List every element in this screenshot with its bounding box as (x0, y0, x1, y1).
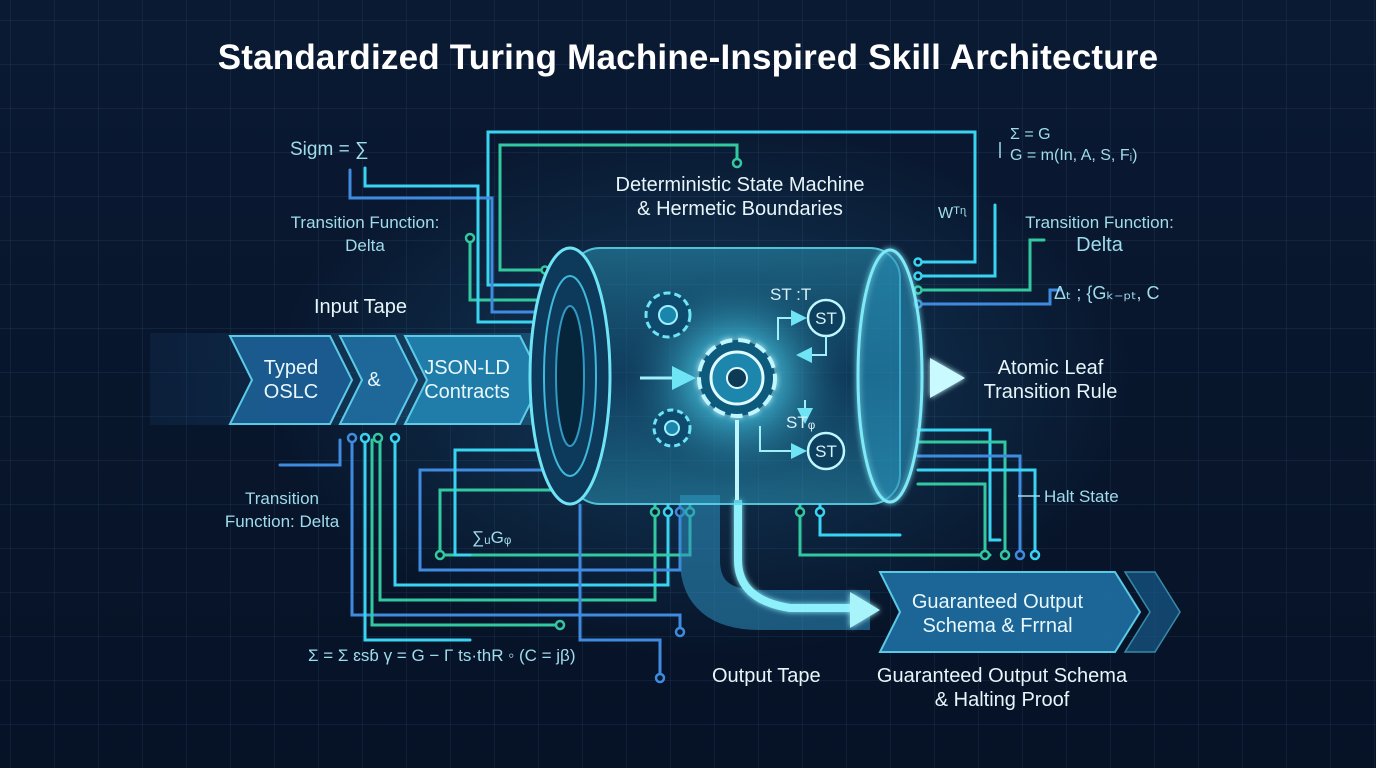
w-label: Wᵀᶯ (938, 205, 967, 222)
output-schema-line2: & Halting Proof (934, 689, 1070, 711)
input-typed-line1: Typed (263, 357, 319, 379)
right-formula: Σ = G G = m(In, A, S, Fᵢ) (1010, 124, 1137, 166)
state-node-1-label: ST (815, 309, 837, 328)
state-mid-label: STᵩ (786, 413, 816, 432)
input-contracts-label: JSON-LD Contracts (412, 356, 522, 404)
output-arrow-line1: Guaranteed Output (911, 591, 1084, 613)
output-schema-label: Guaranteed Output Schema & Halting Proof (862, 664, 1142, 712)
input-segment-and (338, 335, 419, 425)
center-heading-line2: & Hermetic Boundaries (637, 198, 843, 220)
left-transition-function-2: Transition Function: Delta (222, 487, 342, 533)
left-transition-function: Transition Function: Delta (270, 211, 460, 257)
atomic-leaf-line2: Transition Rule (983, 381, 1118, 403)
diagram-title: Standardized Turing Machine-Inspired Ski… (217, 38, 1159, 77)
input-typed-line2: OSLC (263, 381, 319, 403)
state-node-2-label: ST (815, 442, 837, 461)
delta-label: Δₜ ; {Gₖ₋ₚₜ, C (1054, 283, 1160, 303)
right-formula-line1: Σ = G (1010, 126, 1051, 143)
left-tf2-line1: Transition (244, 489, 319, 508)
center-heading-line1: Deterministic State Machine (615, 174, 865, 196)
sigm-label: Sigm = ∑ (290, 139, 369, 160)
circuit-traces (278, 130, 1062, 677)
output-tape-caption: Output Tape (712, 665, 821, 687)
left-tf2-line2: Function: Delta (224, 512, 340, 531)
sigma-g-label: ∑ᵤGᵩ (472, 528, 512, 547)
output-schema-line1: Guaranteed Output Schema (876, 665, 1128, 687)
atomic-transition-arrow (770, 358, 965, 398)
input-and-label: & (367, 369, 381, 391)
center-heading: Deterministic State Machine & Hermetic B… (590, 173, 890, 221)
right-tf-line2: Delta (1076, 234, 1123, 256)
input-segment-typed (228, 335, 354, 425)
right-transition-function: Transition Function: Delta (1012, 211, 1187, 257)
main-gear-icon (697, 338, 777, 418)
output-tape (680, 495, 1181, 653)
input-tape-caption: Input Tape (314, 296, 408, 318)
right-formula-line2: G = m(In, A, S, Fᵢ) (1010, 147, 1138, 164)
atomic-leaf-line1: Atomic Leaf (997, 357, 1104, 379)
input-typed-label: Typed OSLC (248, 356, 334, 404)
input-contracts-line2: Contracts (424, 381, 510, 403)
state-top-label: ST :T (770, 285, 811, 304)
right-tf-line1: Transition Function: (1025, 213, 1174, 232)
small-gear-bottom-icon (652, 408, 692, 448)
halt-state-label: Halt State (1044, 487, 1119, 506)
bottom-formula: Σ = Σ ɛsɓ γ = G − Γ ts·thR ◦ (C = jβ) (308, 646, 576, 665)
left-tf-line1: Transition Function: (290, 213, 440, 232)
output-arrow-label: Guaranteed Output Schema & Frrnal (895, 590, 1100, 638)
output-schema-arrow (878, 571, 1142, 653)
input-segment-contracts (403, 335, 544, 425)
left-tf-line2: Delta (345, 236, 385, 255)
state-node-2 (806, 431, 846, 471)
output-arrow-line2: Schema & Frrnal (922, 615, 1073, 637)
atomic-leaf-label: Atomic Leaf Transition Rule (968, 356, 1133, 404)
state-machine-cylinder: ST ST ST :T STᵩ (528, 246, 924, 506)
small-gear-top-icon (644, 291, 692, 339)
input-contracts-line1: JSON-LD (424, 357, 510, 379)
